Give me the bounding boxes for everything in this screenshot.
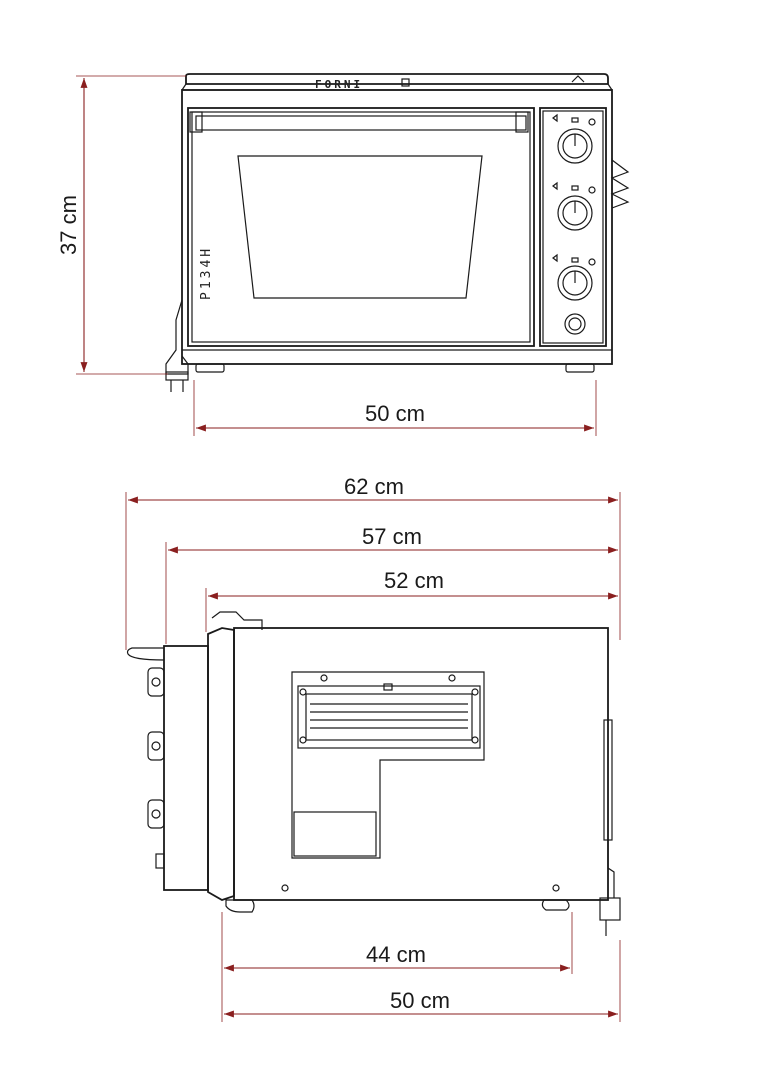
side-knob-middle-icon (147, 731, 165, 761)
dimension-base-depth: 50 cm (224, 940, 621, 1022)
bottom-knob-icon (552, 253, 596, 301)
control-panel (539, 107, 607, 347)
dimension-body-depth: 52 cm (205, 568, 618, 632)
side-knob-top-icon (147, 667, 165, 697)
oven-top-lid (181, 73, 613, 91)
side-knob-bottom-icon (147, 799, 165, 829)
screw-icon (552, 884, 560, 892)
base-depth-label: 50 cm (390, 988, 450, 1013)
dimension-depth-without-plug: 57 cm (165, 524, 618, 644)
rear-plug-icon (599, 719, 621, 936)
model-label: P134H (199, 246, 214, 300)
side-view: 62 cm 57 cm 52 cm (125, 474, 621, 1022)
dimension-feet-spacing: 44 cm (221, 912, 573, 1022)
dimension-overall-depth: 62 cm (125, 474, 621, 650)
power-plug-icon (165, 299, 189, 392)
side-control-panel (126, 645, 209, 891)
oven-door (187, 107, 535, 347)
side-vent-fins (610, 158, 630, 210)
depth-without-plug-label: 57 cm (362, 524, 422, 549)
power-button-icon (564, 313, 586, 335)
height-dimension-label: 37 cm (56, 195, 81, 255)
door-window (237, 155, 483, 299)
oven-feet (195, 363, 595, 373)
overall-depth-label: 62 cm (344, 474, 404, 499)
side-door-edge (207, 627, 235, 901)
dimension-height: 37 cm (56, 75, 186, 375)
side-feet (225, 899, 570, 913)
body-depth-label: 52 cm (384, 568, 444, 593)
front-view: FORNI P134H (56, 73, 630, 436)
feet-spacing-label: 44 cm (366, 942, 426, 967)
brand-logo-icon (401, 78, 410, 87)
side-vent (291, 671, 485, 859)
dimension-width: 50 cm (193, 380, 597, 436)
width-dimension-label: 50 cm (365, 401, 425, 426)
middle-knob-icon (552, 181, 596, 231)
oven-body (181, 89, 613, 365)
top-knob-icon (552, 113, 596, 164)
screw-icon (281, 884, 289, 892)
brand-label: FORNI (315, 78, 363, 91)
side-body (233, 627, 609, 901)
